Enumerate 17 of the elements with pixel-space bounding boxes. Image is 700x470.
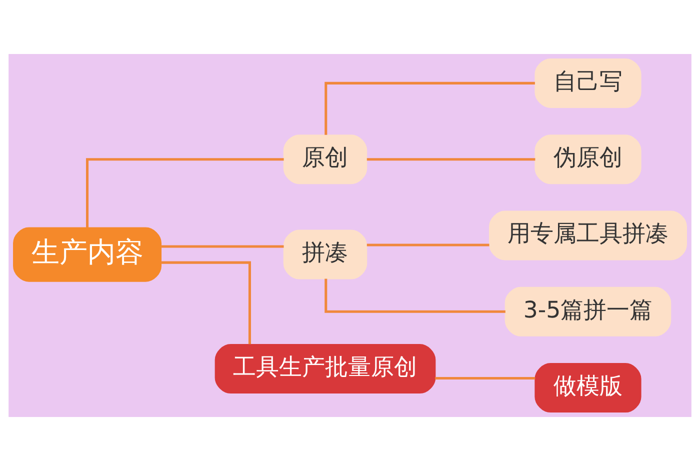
connector — [324, 278, 506, 312]
node-box: 拼凑 — [283, 229, 368, 279]
connector — [366, 243, 490, 246]
node-box: 做模版 — [534, 362, 642, 412]
node-box: 生产内容 — [13, 226, 162, 282]
node-box: 原创 — [283, 134, 368, 184]
connector — [86, 158, 284, 228]
node-box: 工具生产批量原创 — [214, 344, 436, 394]
node-box: 3-5篇拼一篇 — [504, 286, 672, 336]
connector — [435, 376, 536, 380]
connector — [324, 81, 535, 134]
connector — [366, 158, 536, 160]
connector — [160, 260, 251, 344]
node-box: 自己写 — [534, 58, 642, 108]
node-box: 伪原创 — [534, 134, 642, 184]
node-box: 用专属工具拼凑 — [488, 210, 687, 260]
connector — [160, 244, 284, 248]
